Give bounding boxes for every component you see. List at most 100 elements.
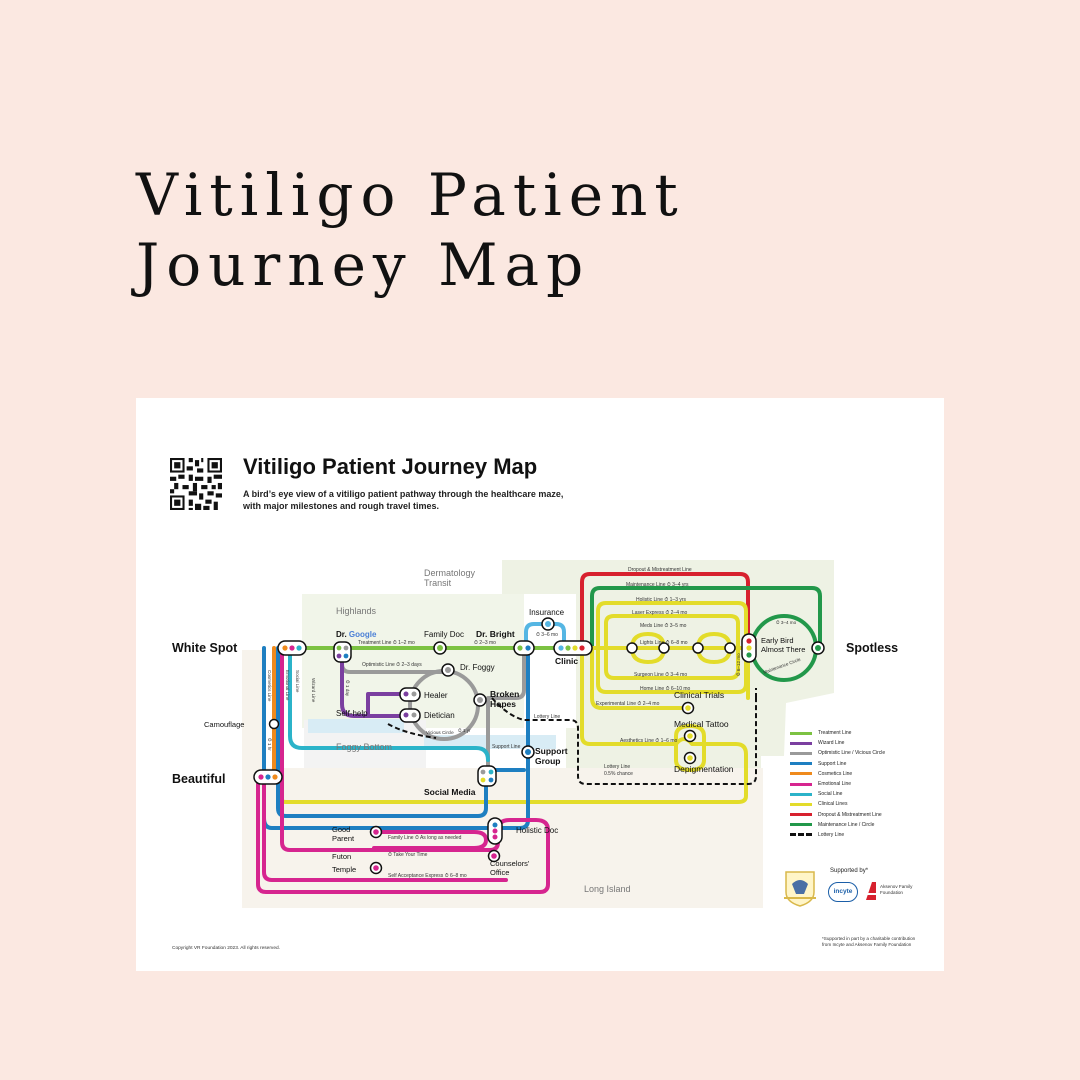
surgeon-line[interactable] bbox=[604, 646, 740, 680]
emotional-line[interactable] bbox=[256, 646, 550, 894]
support-branch[interactable] bbox=[276, 646, 488, 818]
station-dr-foggy[interactable] bbox=[441, 663, 455, 677]
lottery-line[interactable] bbox=[491, 697, 757, 785]
station-clinic[interactable] bbox=[553, 640, 593, 656]
family-line[interactable] bbox=[372, 830, 488, 850]
legend-item: Wizard Line bbox=[790, 738, 930, 748]
line-label-surgeon: Surgeon Line ⏱ 3–4 mo bbox=[634, 672, 687, 678]
incyte-logo: incyte bbox=[828, 882, 858, 902]
line-label-one-yr: ⏱ 1 yr bbox=[458, 728, 471, 733]
copyright-notice: Copyright VR Foundation 2023. All rights… bbox=[172, 946, 280, 951]
legend-label: Wizard Line bbox=[818, 740, 845, 747]
label-counselors-1: Counselors' bbox=[490, 859, 530, 868]
station-home[interactable] bbox=[724, 642, 736, 654]
region-label-dermatology-2: Transit bbox=[424, 578, 452, 588]
station-lights[interactable] bbox=[658, 642, 670, 654]
region-highlands bbox=[302, 576, 524, 728]
station-good-parent[interactable] bbox=[369, 825, 383, 839]
home-line[interactable] bbox=[596, 646, 748, 694]
station-broken-hopes[interactable] bbox=[473, 693, 487, 707]
station-spotless[interactable] bbox=[811, 641, 825, 655]
laser-express[interactable] bbox=[604, 614, 740, 650]
station-dr-bright[interactable] bbox=[513, 640, 535, 656]
line-label-emotional: Emotional Line bbox=[285, 670, 290, 701]
aesthetics-line[interactable] bbox=[276, 646, 748, 804]
label-family-doc: Family Doc bbox=[424, 630, 464, 639]
station-beautiful[interactable] bbox=[253, 769, 283, 785]
label-good-parent-2: Parent bbox=[332, 834, 355, 843]
dropout-line[interactable] bbox=[580, 572, 750, 650]
medical-tattoo-loop[interactable] bbox=[674, 724, 706, 772]
station-counselors-office[interactable] bbox=[487, 849, 501, 863]
poster-subtitle-line-1: A bird’s eye view of a vitiligo patient … bbox=[243, 489, 564, 499]
label-dr-foggy: Dr. Foggy bbox=[460, 663, 495, 672]
aksenov-logo-text: Aksenov Family Foundation bbox=[880, 884, 913, 895]
legend-item: Cosmetics Line bbox=[790, 769, 930, 779]
label-spotless: Spotless bbox=[846, 641, 898, 655]
line-label-six-twelve: ⏱ 6–12 mo bbox=[736, 653, 741, 676]
line-label-support: Support Line bbox=[492, 744, 521, 750]
legend-item: Support Line bbox=[790, 759, 930, 769]
experimental-line[interactable] bbox=[590, 646, 690, 710]
legend-label: Clinical Lines bbox=[818, 801, 848, 808]
journey-map-poster[interactable]: Vitiligo Patient Journey Map A bird’s ey… bbox=[136, 398, 944, 971]
label-broken-hopes-1: Broken bbox=[490, 689, 519, 699]
station-social-media[interactable] bbox=[477, 765, 497, 787]
label-support-group-2: Group bbox=[535, 756, 561, 766]
lottery-line-west[interactable] bbox=[387, 723, 437, 739]
station-camouflage[interactable] bbox=[268, 718, 280, 730]
station-laser[interactable] bbox=[626, 642, 638, 654]
label-dr-bright: Dr. Bright bbox=[476, 629, 515, 639]
line-label-treatment-2: ⏱ 2–3 mo bbox=[474, 640, 496, 646]
station-dr-google[interactable] bbox=[333, 641, 352, 663]
legend-item: Clinical Lines bbox=[790, 799, 930, 809]
station-medical-tattoo[interactable] bbox=[683, 729, 697, 743]
line-label-meds: Meds Line ⏱ 3–5 mo bbox=[640, 623, 687, 629]
station-white-spot[interactable] bbox=[277, 640, 307, 656]
station-surgeon[interactable] bbox=[692, 642, 704, 654]
line-label-insurance-time: ⏱ 3–6 mo bbox=[536, 632, 558, 638]
label-medical-tattoo: Medical Tattoo bbox=[674, 719, 729, 729]
station-futon-temple[interactable] bbox=[369, 861, 383, 875]
headline-line-1: Vitiligo Patient bbox=[136, 161, 685, 229]
label-dr-google: Dr. Google bbox=[336, 630, 377, 639]
station-early-bird[interactable] bbox=[741, 633, 757, 663]
poster-subtitle: A bird’s eye view of a vitiligo patient … bbox=[243, 488, 623, 512]
label-early-bird-2: Almost There bbox=[761, 645, 805, 654]
line-label-self-acceptance: Self Acceptance Express ⏱ 6–8 mo bbox=[388, 873, 467, 879]
line-label-aesthetics: Aesthetics Line ⏱ 1–6 mo bbox=[620, 738, 677, 744]
vr-foundation-logo bbox=[784, 871, 816, 907]
station-depigmentation[interactable] bbox=[683, 751, 697, 765]
maintenance-line[interactable] bbox=[590, 586, 822, 650]
support-footnote: *Supported in part by a charitable contr… bbox=[822, 936, 916, 947]
label-clinical-trials: Clinical Trials bbox=[674, 690, 724, 700]
station-healer[interactable] bbox=[399, 687, 421, 702]
line-label-holistic: Holistic Line ⏱ 1–3 yrs bbox=[636, 597, 687, 603]
legend-swatch bbox=[790, 772, 812, 776]
line-label-optimistic: Optimistic Line ⏱ 2–3 days bbox=[362, 662, 422, 668]
wizard-line[interactable] bbox=[340, 654, 414, 718]
qr-code-icon[interactable] bbox=[170, 458, 222, 510]
station-clinical-trials[interactable] bbox=[681, 701, 695, 715]
line-label-laser: Laser Express ⏱ 2–4 mo bbox=[632, 610, 688, 616]
poster-subtitle-line-2: with major milestones and rough travel t… bbox=[243, 501, 440, 511]
region-label-long-island: Long Island bbox=[584, 884, 631, 894]
self-acceptance-express[interactable] bbox=[262, 780, 508, 882]
legend-swatch bbox=[790, 751, 812, 755]
holistic-line[interactable] bbox=[596, 601, 748, 650]
legend-label: Dropout & Mistreatment Line bbox=[818, 811, 882, 818]
line-label-dropout: Dropout & Mistreatment Line bbox=[628, 567, 692, 573]
station-insurance[interactable] bbox=[541, 617, 555, 631]
legend-label: Cosmetics Line bbox=[818, 770, 853, 777]
line-label-take-your-time: ⏱ Take Your Time bbox=[388, 852, 428, 858]
headline-line-2: Journey Map bbox=[136, 231, 591, 299]
transit-map[interactable]: Dermatology Transit Highlands Foggy Bott… bbox=[136, 398, 944, 971]
station-family-doc[interactable] bbox=[433, 641, 447, 655]
line-label-vicious: Vicious Circle bbox=[426, 730, 454, 735]
aksenov-logo-mark bbox=[864, 882, 878, 900]
station-support-group[interactable] bbox=[521, 745, 535, 759]
social-line[interactable] bbox=[288, 646, 490, 762]
station-holistic-doc[interactable] bbox=[487, 817, 503, 845]
station-dietician[interactable] bbox=[399, 708, 421, 723]
region-long-island bbox=[242, 650, 763, 908]
